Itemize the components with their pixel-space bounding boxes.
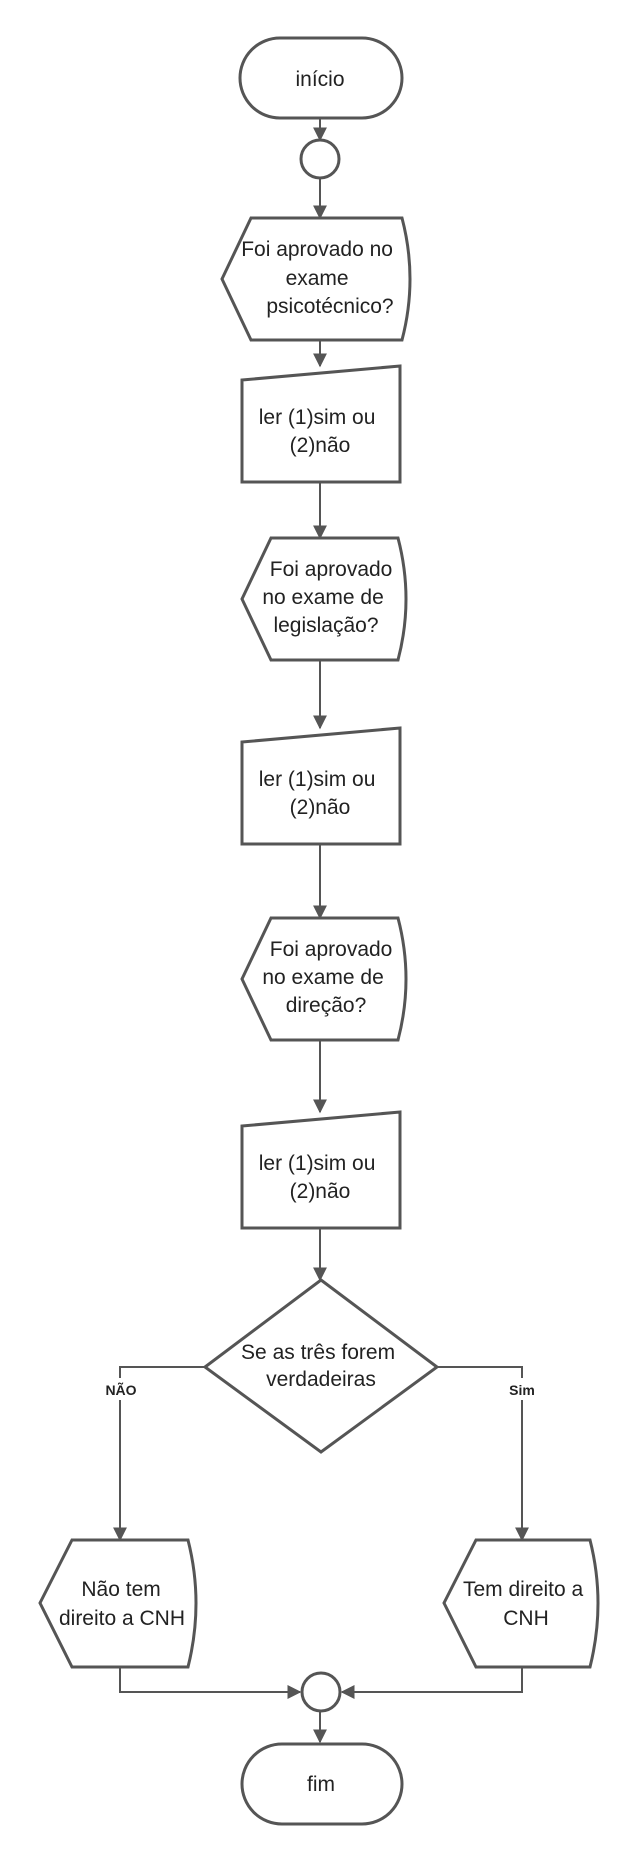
legis-line-1: Foi aprovado (270, 558, 393, 581)
decision-line-1: Se as três forem (241, 1341, 395, 1364)
svg-text:Foi aprovado no exame de: Foi aprovado no exame de direção? (262, 938, 398, 1017)
end-label: fim (307, 1773, 335, 1796)
svg-text:ler (1)sim ou (2)não: ler (1)sim ou (2)não (259, 768, 382, 819)
no-label-bg (100, 1378, 142, 1400)
yes-label-bg (504, 1378, 540, 1400)
join-connector-circle (300, 1671, 342, 1713)
svg-text:Foi aprovado no exame: Foi aprovado no exame psicotécnico? (241, 238, 399, 318)
svg-text:Se as três forem verdade: Se as três forem verdadeiras (241, 1341, 401, 1391)
yes-edge-label: Sim (509, 1382, 535, 1398)
svg-text:Foi aprovado no exame de: Foi aprovado no exame de legislação? (262, 558, 398, 637)
arrow-decision-to-yes (437, 1366, 529, 1542)
top-connector-circle (299, 138, 341, 180)
read-input-1: ler (1)sim ou (2)não (240, 364, 402, 484)
svg-text:ler (1)sim ou (2)não: ler (1)sim ou (2)não (259, 1152, 382, 1203)
psico-line-3: psicotécnico? (266, 295, 393, 318)
output-yes-display: Tem direito a CNH (442, 1538, 600, 1669)
question-direcao-display: Foi aprovado no exame de direção? (240, 916, 408, 1042)
output-no-display: Não tem direito a CNH (38, 1538, 198, 1669)
read-input-3: ler (1)sim ou (2)não (240, 1110, 402, 1230)
out-yes-line-1: Tem direito a (463, 1578, 584, 1601)
psico-line-2: exame (286, 267, 349, 290)
read2-line-1: ler (1)sim ou (259, 768, 376, 791)
out-yes-line-2: CNH (503, 1607, 549, 1630)
connectors (113, 118, 529, 1744)
dir-line-3: direção? (286, 994, 367, 1017)
arrow-yes-to-join (340, 1667, 523, 1699)
out-no-line-1: Não tem (81, 1578, 160, 1601)
decision-diamond: Se as três forem verdadeiras (202, 1278, 440, 1454)
no-edge-label: NÃO (105, 1381, 136, 1398)
arrow-no-to-join (119, 1667, 302, 1699)
read-input-2: ler (1)sim ou (2)não (240, 726, 402, 846)
question-psicotecnico-display: Foi aprovado no exame psicotécnico? (220, 216, 412, 342)
decision-line-2: verdadeiras (266, 1368, 376, 1391)
arrow-decision-to-no (113, 1366, 205, 1542)
question-legislacao-display: Foi aprovado no exame de legislação? (240, 536, 408, 662)
start-terminator: início (238, 36, 404, 120)
out-no-line-2: direito a CNH (59, 1607, 185, 1630)
read3-line-2: (2)não (290, 1180, 351, 1203)
read1-line-1: ler (1)sim ou (259, 406, 376, 429)
end-terminator: fim (240, 1742, 404, 1826)
dir-line-2: no exame de (262, 966, 383, 989)
dir-line-1: Foi aprovado (270, 938, 393, 961)
read2-line-2: (2)não (290, 796, 351, 819)
legis-line-2: no exame de (262, 586, 383, 609)
svg-text:ler (1)sim ou (2)não: ler (1)sim ou (2)não (259, 406, 382, 457)
svg-text:Não tem direito a CNH: Não tem direito a CNH (59, 1578, 185, 1630)
svg-text:Tem direito a CNH: Tem direito a CNH (463, 1578, 589, 1630)
legis-line-3: legislação? (273, 614, 378, 637)
psico-line-1: Foi aprovado no (241, 238, 393, 261)
start-label: início (295, 68, 344, 91)
read3-line-1: ler (1)sim ou (259, 1152, 376, 1175)
read1-line-2: (2)não (290, 434, 351, 457)
